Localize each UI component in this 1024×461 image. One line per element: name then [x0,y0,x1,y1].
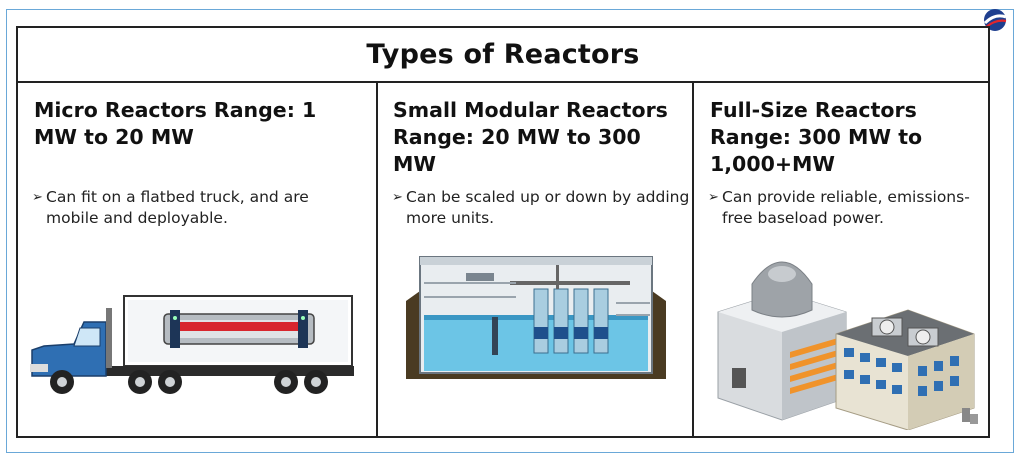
column-bullet: ➢ Can fit on a flatbed truck, and are mo… [32,187,362,229]
outer-frame [6,9,1014,453]
bullet-arrow-icon: ➢ [708,190,719,205]
column-heading: Small Modular Reactors Range: 20 MW to 3… [393,98,668,176]
reactor-types-table: Types of Reactors Micro Reactors Range: … [16,26,990,438]
brand-logo-icon [983,9,1007,31]
column-micro-reactors: Micro Reactors Range: 1 MW to 20 MW ➢ Ca… [18,83,376,436]
modular-plant-icon [406,256,666,379]
power-plant-icon [717,261,978,430]
title-bar: Types of Reactors [18,28,988,83]
bullet-text: Can provide reliable, emissions-free bas… [722,188,970,227]
truck-reactor-icon [30,295,354,394]
column-heading: Micro Reactors Range: 1 MW to 20 MW [34,98,317,149]
column-small-modular-reactors: Small Modular Reactors Range: 20 MW to 3… [376,83,692,436]
column-full-size-reactors: Full-Size Reactors Range: 300 MW to 1,00… [692,83,988,436]
bullet-text: Can be scaled up or down by adding more … [406,188,690,227]
bullet-text: Can fit on a flatbed truck, and are mobi… [46,188,309,227]
page-title: Types of Reactors [366,39,640,70]
bullet-arrow-icon: ➢ [32,190,43,205]
bullet-arrow-icon: ➢ [392,190,403,205]
column-bullet: ➢ Can be scaled up or down by adding mor… [392,187,692,229]
column-heading: Full-Size Reactors Range: 300 MW to 1,00… [710,98,923,176]
column-bullet: ➢ Can provide reliable, emissions-free b… [708,187,988,229]
